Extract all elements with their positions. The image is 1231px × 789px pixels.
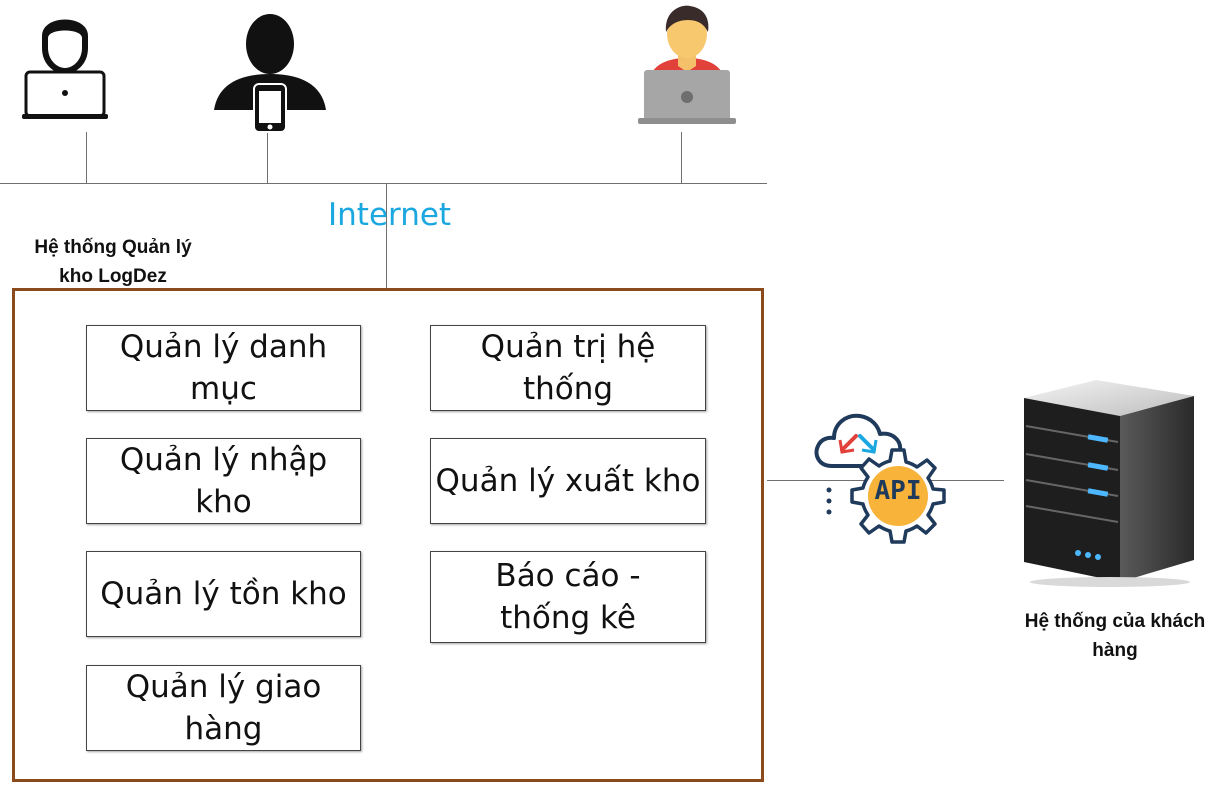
module-import: Quản lý nhập kho xyxy=(86,438,361,524)
module-report: Báo cáo - thống kê xyxy=(430,551,706,643)
system-title: Hệ thống Quản lý kho LogDez xyxy=(34,237,192,287)
module-export: Quản lý xuất kho xyxy=(430,438,706,524)
user-3-connector xyxy=(681,132,682,183)
system-frame xyxy=(12,288,764,782)
user-1-connector xyxy=(86,132,87,183)
module-inventory: Quản lý tồn kho xyxy=(86,551,361,637)
client-system-label: Hệ thống của khách hàng xyxy=(1024,611,1206,661)
module-admin: Quản trị hệ thống xyxy=(430,325,706,411)
server-icon xyxy=(1024,380,1194,587)
module-delivery: Quản lý giao hàng xyxy=(86,665,361,751)
module-category: Quản lý danh mục xyxy=(86,325,361,411)
internet-label: Internet xyxy=(328,197,452,233)
user-laptop-icon xyxy=(22,19,108,119)
user-phone-icon xyxy=(214,14,326,133)
api-label: API xyxy=(874,476,922,506)
system-connector xyxy=(386,183,387,289)
internet-bus-line xyxy=(0,183,767,184)
user-avatar-laptop-icon xyxy=(638,5,736,124)
api-gear-icon xyxy=(850,448,946,544)
user-2-connector xyxy=(267,133,268,183)
vertical-dots-icon xyxy=(826,487,832,515)
